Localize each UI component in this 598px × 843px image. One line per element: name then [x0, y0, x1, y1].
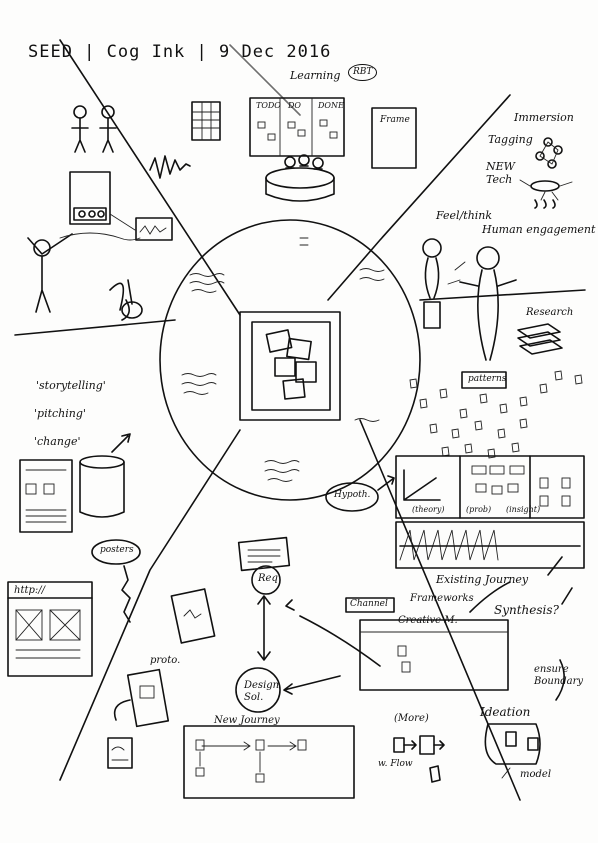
prob-label: (prob): [466, 505, 492, 514]
spreadsheet-icon: [191, 101, 221, 141]
change-label: 'change': [34, 435, 81, 448]
boundary-arrow: [555, 659, 565, 701]
journey-board: [395, 521, 585, 569]
patterns-label: patterns: [468, 374, 507, 384]
immersion-label: Immersion: [514, 111, 574, 124]
people-icon: [71, 105, 117, 153]
hypothesis-oval: [325, 482, 379, 512]
req-arrow: [257, 595, 271, 661]
person-stretching: [27, 232, 141, 313]
new-tech-label: NEW Tech: [486, 160, 515, 187]
human-engagement-label: Human engagement: [482, 223, 596, 236]
wave-scribble: [149, 155, 191, 179]
more-label: (More): [394, 713, 429, 724]
new-journey-label: New Journey: [214, 715, 280, 726]
patterns-box: [461, 371, 507, 389]
human-figures: [422, 238, 517, 361]
page-title: SEED | Cog Ink | 9 Dec 2016: [28, 42, 332, 62]
proto-label: proto.: [150, 655, 181, 666]
hypothesis-arrow: [377, 475, 395, 491]
kanban-do-label: DO: [288, 101, 301, 110]
central-oval: [159, 219, 421, 501]
money-flow: [109, 279, 133, 321]
analysis-board: [395, 455, 585, 519]
central-box: [239, 311, 341, 421]
frameworks-label: Frameworks: [410, 593, 474, 604]
small-card: [107, 737, 133, 769]
synthesis-label: Synthesis?: [494, 603, 559, 617]
synthesis-arrow: [469, 556, 573, 613]
phone-proto: [113, 668, 170, 728]
w-flow-label: w. Flow: [378, 759, 413, 769]
design-sol-oval: [235, 667, 281, 713]
kanban-done-label: DONE: [318, 101, 344, 110]
learning-label: Learning: [290, 69, 341, 82]
tagging-label: Tagging: [488, 133, 533, 146]
creative-m-label: Creative M.: [398, 615, 458, 626]
theory-label: (theory): [412, 505, 445, 514]
ensure-boundary-label: ensure Boundary: [534, 664, 584, 687]
posters-scribble: [121, 565, 131, 623]
pitching-label: 'pitching': [34, 407, 86, 420]
learning-badge: RBT: [348, 64, 378, 81]
kanban-board: [249, 97, 345, 157]
feel-think-label: Feel/think: [436, 209, 493, 222]
web-page-sketch: [7, 581, 93, 677]
channel-label: Channel: [350, 599, 388, 609]
kanban-todo-label: TODO: [256, 101, 281, 110]
frame-label: Frame: [380, 115, 410, 125]
req-circle: [251, 565, 281, 595]
network-icon: [519, 137, 573, 209]
req-label: Req: [258, 573, 278, 584]
research-label: Research: [526, 307, 574, 318]
existing-journey-label: Existing Journey: [436, 573, 529, 586]
jar-icon: [79, 433, 131, 518]
model-label: model: [520, 769, 552, 780]
workflow-icon: [393, 735, 445, 783]
ideation-label: Ideation: [480, 705, 531, 719]
oval-scribbles: [181, 237, 385, 482]
new-journey-board: [183, 725, 355, 799]
requirements-doc: [237, 536, 291, 572]
meeting-table: [265, 154, 335, 202]
ideation-sketch: [484, 723, 541, 779]
money-pile: [121, 301, 143, 319]
creative-board: [285, 597, 509, 691]
posters-oval: [91, 539, 141, 565]
http-label: http://: [14, 585, 45, 596]
hypoth-label: Hypoth.: [334, 490, 371, 500]
research-stack: [517, 323, 563, 355]
design-sol-label: Design Sol.: [244, 680, 280, 703]
design-arrow: [283, 675, 341, 695]
storytelling-label: 'storytelling': [36, 379, 106, 392]
pattern-sticky-notes: [409, 370, 583, 459]
tablet-icon: [170, 588, 216, 644]
insight-label: (insight): [506, 505, 541, 514]
storyboard-left: [19, 459, 73, 533]
device-screen: [69, 171, 173, 241]
posters-label: posters: [100, 545, 134, 555]
frame-board: [371, 107, 417, 169]
